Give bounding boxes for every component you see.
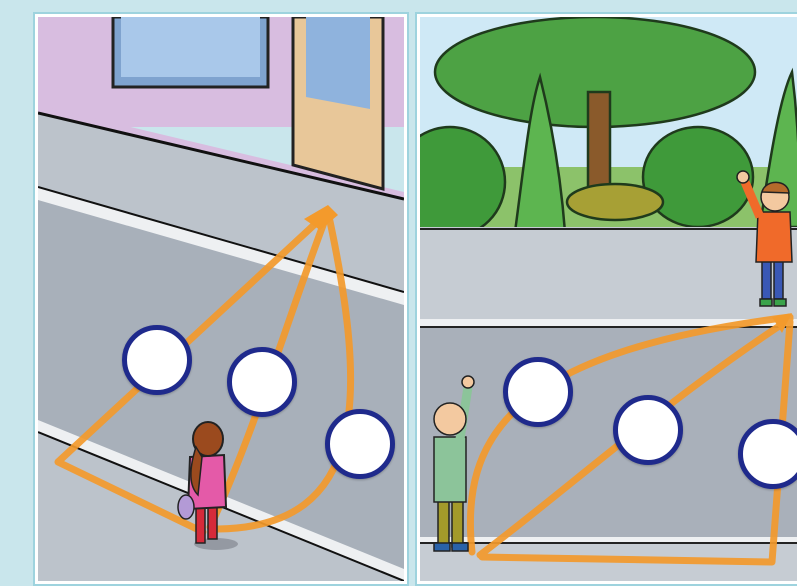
answer-circle-left-3[interactable] <box>325 409 395 479</box>
door-glass <box>306 17 370 109</box>
window-glass <box>121 17 260 77</box>
right-panel <box>417 14 797 584</box>
far-sidewalk <box>420 227 797 319</box>
answer-circle-left-2[interactable] <box>227 347 297 417</box>
answer-circle-right-1[interactable] <box>503 357 573 427</box>
left-scene <box>38 17 404 581</box>
answer-circle-left-1[interactable] <box>122 325 192 395</box>
left-panel <box>35 14 407 584</box>
shrub <box>567 184 663 220</box>
answer-circle-right-2[interactable] <box>613 395 683 465</box>
right-scene <box>420 17 797 581</box>
